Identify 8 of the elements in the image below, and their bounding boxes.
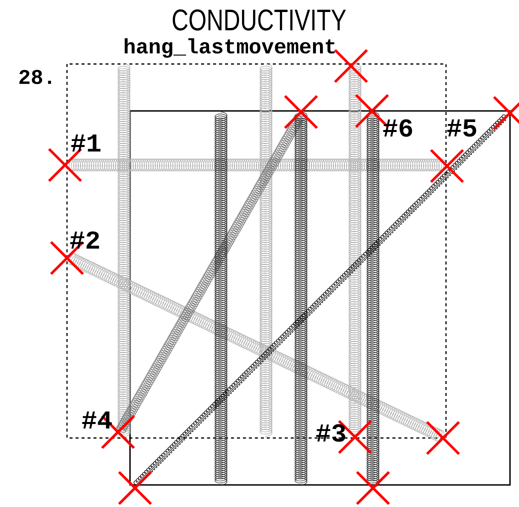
title: CONDUCTIVITY [172,9,346,31]
label: hang_lastmovement [124,38,335,58]
label: #2 [70,231,100,249]
label: #1 [71,134,100,152]
label: #5 [447,119,476,137]
label: #6 [383,119,412,137]
label: #3 [316,424,346,442]
label: 28. [19,70,52,84]
